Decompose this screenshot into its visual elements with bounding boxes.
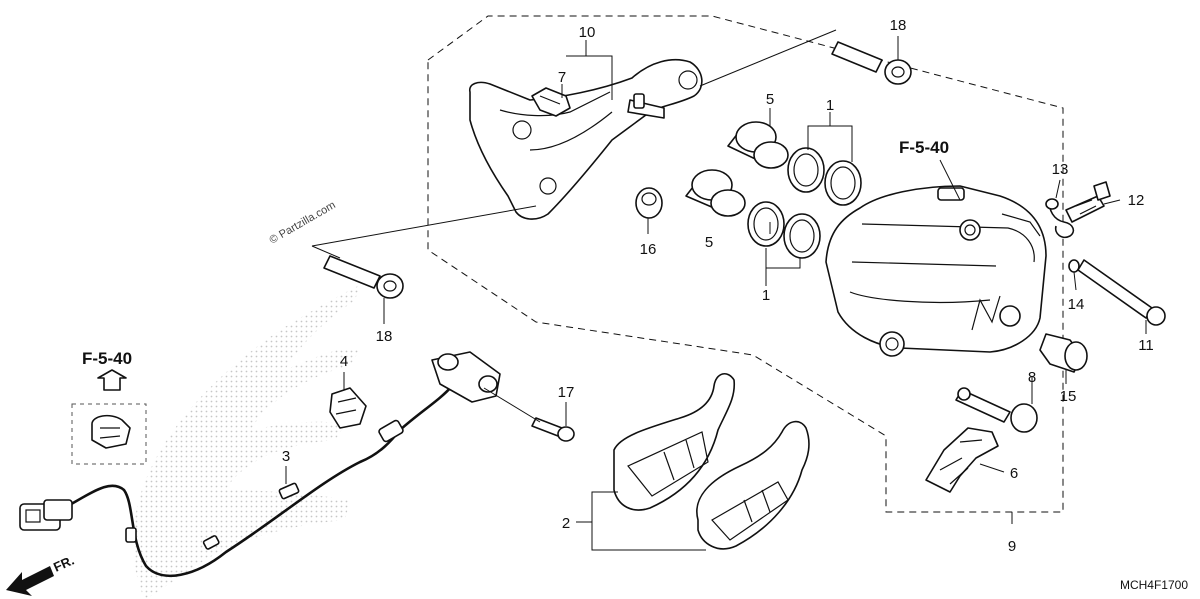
copyright-watermark: © Partzilla.com (268, 199, 338, 246)
callout-5-lower: 5 (705, 234, 713, 251)
pad-spring (925, 427, 999, 493)
bracket-clip (531, 87, 571, 117)
callout-8: 8 (1028, 369, 1036, 386)
diagram-code: MCH4F1700 (1120, 578, 1188, 592)
front-arrow-icon (6, 566, 54, 596)
bracket-bolt-upper (831, 41, 912, 85)
piston-lower (685, 169, 746, 217)
callout-6: 6 (1010, 465, 1018, 482)
callout-15: 15 (1060, 388, 1077, 405)
brake-pad-front (613, 373, 736, 511)
speed-sensor-cable (19, 351, 501, 578)
dust-boot (635, 187, 663, 219)
piston-seals-upper (787, 147, 862, 206)
wing-logo-watermark (133, 285, 360, 599)
callout-11: 11 (1138, 337, 1154, 354)
brake-pad-rear (696, 420, 810, 550)
assembly-boundary (427, 15, 1064, 513)
callout-1-upper: 1 (826, 97, 834, 114)
callout-14: 14 (1068, 296, 1085, 313)
callout-18-lower: 18 (376, 328, 393, 345)
reference-label-caliper: F-5-40 (899, 138, 949, 157)
callout-10: 10 (579, 24, 596, 41)
callout-3: 3 (282, 448, 290, 465)
callout-16: 16 (640, 241, 657, 258)
callout-2: 2 (562, 515, 570, 532)
direction-label: FR. (51, 553, 76, 575)
callout-9: 9 (1008, 538, 1016, 555)
caliper-bracket (468, 58, 703, 220)
caliper-body (825, 185, 1047, 357)
direction-indicator: FR. (6, 553, 76, 596)
clip-detail-inset (71, 369, 147, 465)
piston-seals-lower (747, 201, 821, 259)
sensor-bolt (531, 417, 575, 442)
callout-17: 17 (558, 384, 575, 401)
pin-bolt-long (1068, 259, 1166, 326)
caliper-pin-bolt (1039, 333, 1088, 373)
bleeder-screw (1065, 181, 1111, 223)
piston-upper (727, 121, 789, 169)
callout-13: 13 (1052, 161, 1069, 178)
callout-18-upper: 18 (890, 17, 907, 34)
callout-12: 12 (1128, 192, 1145, 209)
callout-1-lower: 1 (762, 287, 770, 304)
pad-pin (955, 387, 1038, 433)
bracket-bolt-lower (323, 255, 404, 299)
reference-label-clip: F-5-40 (82, 349, 132, 368)
callout-numbers: 10 7 5 1 5 1 16 18 18 13 12 14 11 15 8 6… (282, 17, 1154, 555)
callout-7: 7 (558, 69, 566, 86)
callout-4: 4 (340, 353, 348, 370)
cable-clamp (329, 387, 367, 429)
callout-5-upper: 5 (766, 91, 774, 108)
leader-lines (285, 29, 1147, 551)
bleeder-cap (1045, 198, 1075, 239)
